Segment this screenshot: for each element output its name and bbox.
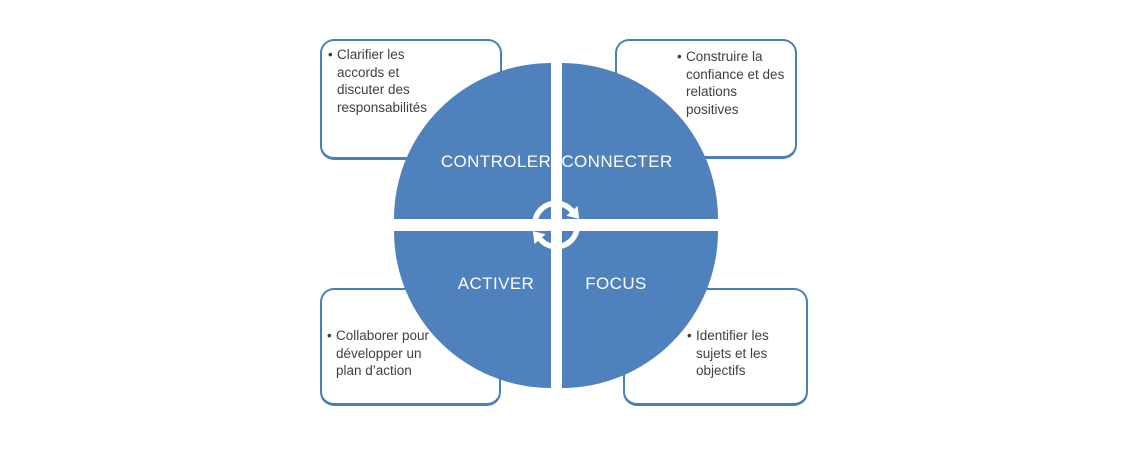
cycle-arrows-icon (532, 200, 580, 250)
bullet-marker: • (328, 47, 333, 62)
callout-bottom-left-text: Collaborer pour développer un plan d’act… (336, 328, 430, 378)
callout-bottom-right-text: Identifier les sujets et les objectifs (696, 328, 769, 378)
callout-bottom-left-content: • Collaborer pour développer un plan d’a… (327, 327, 495, 380)
quadrant-label-focus: FOCUS (585, 274, 647, 293)
quadrant-label-activer: ACTIVER (457, 274, 535, 293)
bullet-marker: • (327, 328, 332, 343)
bullet-marker: • (677, 49, 682, 64)
callout-top-right-content: • Construire la confiance et des relatio… (677, 48, 791, 118)
callout-top-left-text: Clarifier les accords et discuter des re… (337, 47, 428, 115)
bullet-marker: • (687, 328, 692, 343)
callout-bottom-right-content: • Identifier les sujets et les objectifs (687, 327, 802, 380)
quadrant-label-controler: CONTROLER (440, 152, 552, 171)
callout-top-left-content: • Clarifier les accords et discuter des … (328, 46, 494, 116)
callout-top-right-text: Construire la confiance et des relations… (686, 49, 785, 117)
quadrant-label-connecter: CONNECTER (561, 152, 673, 171)
